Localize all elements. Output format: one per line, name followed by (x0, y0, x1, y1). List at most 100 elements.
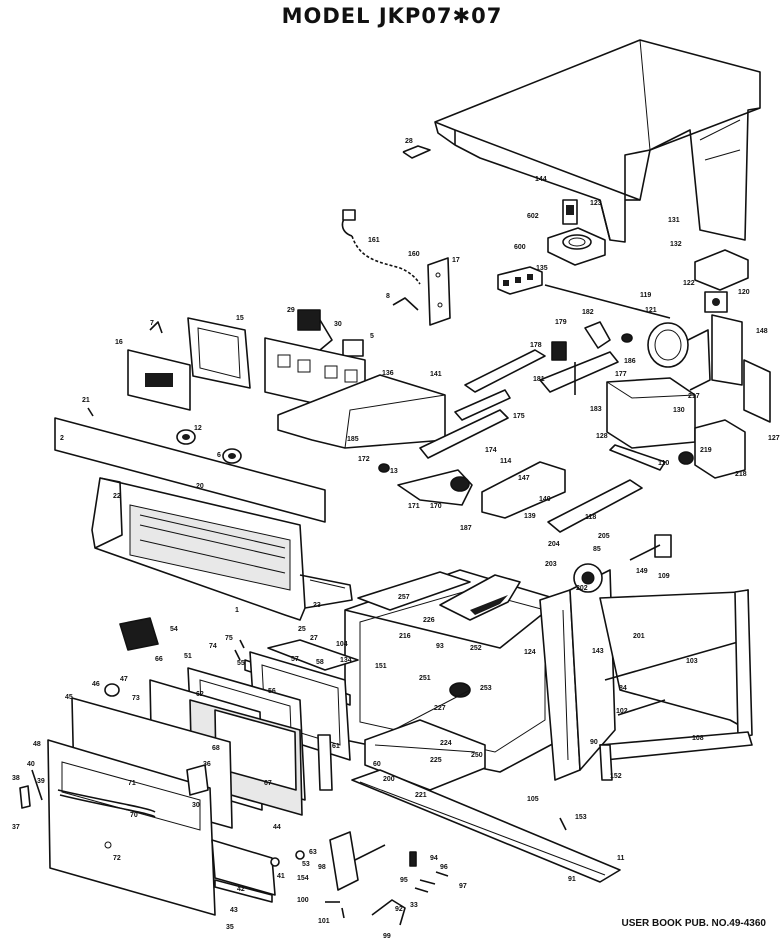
callout-c66: 66 (155, 656, 163, 663)
callout-c216: 216 (399, 633, 411, 640)
callout-c224: 224 (440, 740, 452, 747)
callout-c147: 147 (518, 475, 530, 482)
callout-c68: 68 (212, 745, 220, 752)
callout-c6: 6 (217, 452, 221, 459)
terminal-135-part (497, 266, 543, 295)
callout-c119: 119 (640, 292, 651, 299)
screws-95-97-part (414, 871, 449, 893)
callout-c218: 218 (735, 471, 747, 478)
clip-8-part (392, 297, 419, 311)
callout-c1: 1 (235, 607, 239, 614)
callout-c60: 60 (373, 761, 381, 768)
screw-21-part (87, 407, 94, 417)
callout-c75: 75 (225, 635, 233, 642)
callout-c40: 40 (27, 761, 35, 768)
callout-c28: 28 (405, 138, 413, 145)
bracket-178-part (464, 349, 546, 393)
bracket-7-part (149, 321, 163, 334)
callout-c154: 154 (297, 875, 309, 882)
valve-179-part (551, 341, 567, 361)
callout-c186: 186 (624, 358, 636, 365)
thermostat-149-part (629, 534, 672, 561)
frame-15-part (187, 317, 251, 389)
callout-c160: 160 (408, 251, 420, 258)
callout-c227: 227 (434, 705, 446, 712)
callout-c253: 253 (480, 685, 492, 692)
callout-c110: 110 (658, 460, 669, 467)
knob-219-part (678, 451, 694, 465)
duct-226-part (439, 574, 521, 621)
panel-17-part (427, 257, 451, 326)
callout-c5: 5 (370, 333, 374, 340)
callout-c175: 175 (513, 413, 525, 420)
callout-c51: 51 (184, 653, 192, 660)
callout-c122: 122 (683, 280, 695, 287)
control-console-part (91, 477, 353, 621)
rod-102-part (617, 699, 666, 716)
callout-c85: 85 (593, 546, 601, 553)
callout-c143: 143 (592, 648, 604, 655)
callout-c118: 118 (585, 514, 596, 521)
shield-139-147-part (481, 461, 566, 519)
callout-c13: 13 (390, 468, 398, 475)
callout-c30: 30 (334, 321, 342, 328)
knob-46-part (104, 683, 120, 697)
callout-c97: 97 (459, 883, 467, 890)
bracket-132-part (694, 249, 749, 291)
callout-c219: 219 (700, 447, 712, 454)
callout-c37: 37 (12, 824, 20, 831)
callout-c55: 55 (237, 660, 245, 667)
support-177-part (539, 351, 619, 395)
callout-c109: 109 (658, 573, 670, 580)
hinge-61-part (317, 734, 333, 791)
callout-c25: 25 (298, 626, 306, 633)
callout-c174: 174 (485, 447, 497, 454)
callout-c108: 108 (692, 735, 704, 742)
callout-c602: 602 (527, 213, 539, 220)
callout-c179: 179 (555, 319, 567, 326)
callout-c96: 96 (440, 864, 448, 871)
callout-c2: 2 (60, 435, 64, 442)
knob-6-part (222, 448, 242, 464)
callout-c141: 141 (430, 371, 442, 378)
panel-148-part (711, 314, 743, 386)
side-wrap-90-part (569, 563, 616, 771)
screw-153-part (559, 817, 567, 831)
callout-c91: 91 (568, 876, 576, 883)
callout-c33: 33 (410, 902, 418, 909)
callout-c161: 161 (368, 237, 380, 244)
callout-c8: 8 (386, 293, 390, 300)
channel-128-118-part (547, 444, 666, 533)
callout-c42: 42 (237, 886, 245, 893)
clip-94-part (409, 851, 417, 867)
callout-c217: 217 (688, 393, 700, 400)
callout-c130: 130 (673, 407, 685, 414)
callout-c48: 48 (33, 741, 41, 748)
callout-c105: 105 (527, 796, 539, 803)
duct-136-141-part (277, 374, 446, 449)
callout-c15: 15 (236, 315, 244, 322)
callout-c61: 61 (332, 743, 340, 750)
callout-c151: 151 (375, 663, 387, 670)
callout-c182: 182 (582, 309, 594, 316)
harness-161-160-part (341, 209, 421, 285)
knob-172-part (378, 463, 390, 473)
callout-c257: 257 (398, 594, 410, 601)
bracket-28-part (402, 145, 431, 159)
callout-c58: 58 (316, 659, 324, 666)
callout-c99: 99 (383, 933, 391, 940)
knob-12-part (176, 429, 196, 445)
callout-c38: 38 (12, 775, 20, 782)
callout-c22: 22 (113, 493, 121, 500)
callout-c127: 127 (768, 435, 780, 442)
callout-c187: 187 (460, 525, 472, 532)
callout-c53: 53 (302, 861, 310, 868)
door-outer-35-part (47, 739, 216, 916)
callout-c43: 43 (230, 907, 238, 914)
callout-c93: 93 (436, 643, 444, 650)
callout-c140: 140 (539, 496, 551, 503)
callout-c73: 73 (132, 695, 140, 702)
callout-c45: 45 (65, 694, 73, 701)
callout-c30b: 30 (192, 802, 200, 809)
